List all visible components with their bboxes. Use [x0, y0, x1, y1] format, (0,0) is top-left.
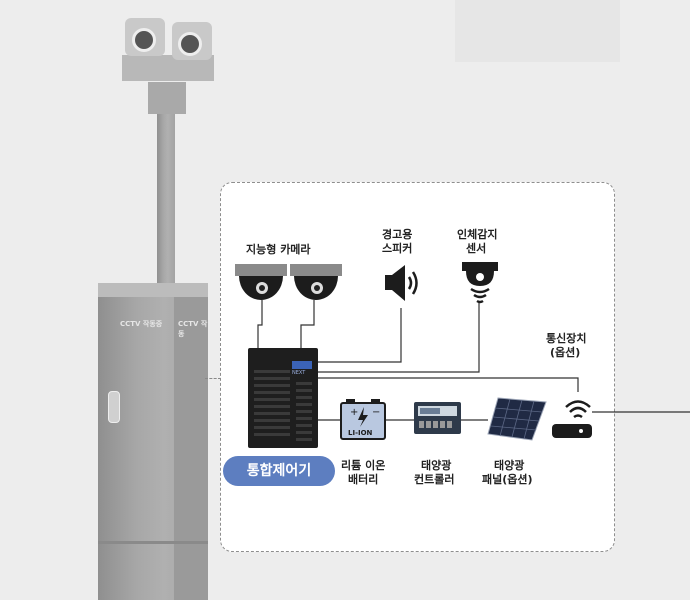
battery-icon: + − — [340, 399, 386, 440]
cabinet-side-label: CCTV 작동 — [178, 320, 208, 338]
comm-label-1: 통신장치 — [546, 332, 587, 345]
controller-badge: 통합제어기 — [223, 456, 335, 486]
solar-panel-icon — [487, 397, 547, 441]
controller-logo — [292, 361, 312, 369]
controller-terminals-right — [296, 382, 312, 442]
pole-camera-right — [172, 22, 212, 60]
battery-label-1: 리튬 이온 — [341, 459, 386, 472]
solar-panel-label-2: 패널(옵션) — [482, 473, 533, 486]
background-top-box — [455, 0, 620, 62]
svg-text:−: − — [372, 407, 380, 418]
cabinet: CCTV 작동중 CCTV 작동 — [98, 283, 208, 600]
solar-controller-icon — [414, 402, 461, 434]
pole-camera-lens-right — [178, 32, 202, 56]
pole-camera-left — [125, 18, 165, 56]
solar-panel-label-1: 태양광 — [494, 459, 525, 472]
pole-connector-line — [205, 378, 221, 379]
cabinet-label: CCTV 작동중 — [120, 320, 163, 328]
cabinet-side — [174, 297, 208, 600]
pole-camera-lens-left — [132, 28, 156, 52]
sensor-label-1: 인체감지 — [457, 228, 498, 241]
motion-sensor-icon — [462, 262, 498, 304]
pole-bracket — [148, 82, 186, 114]
cabinet-top-edge — [98, 283, 208, 297]
pole-shaft — [157, 85, 175, 300]
solar-controller-label-2: 컨트롤러 — [414, 473, 455, 486]
router-icon — [552, 400, 592, 438]
battery-label-2: 배터리 — [348, 473, 379, 486]
dome-camera-icon — [235, 264, 287, 300]
dome-camera-icon — [290, 264, 342, 300]
controller-terminals — [254, 370, 290, 440]
controller-brand: NEXT — [292, 370, 306, 376]
speaker-label-2: 스피커 — [382, 242, 413, 255]
cabinet-base — [98, 541, 208, 544]
speaker-label-1: 경고용 — [382, 228, 413, 241]
sensor-label-2: 센서 — [466, 242, 487, 255]
camera-label: 지능형 카메라 — [246, 243, 311, 256]
svg-text:+: + — [350, 407, 358, 418]
battery-mark: LI-ION — [348, 429, 373, 437]
solar-controller-label-1: 태양광 — [421, 459, 452, 472]
controller-box: NEXT — [248, 348, 318, 448]
speaker-icon — [385, 265, 418, 301]
cabinet-handle — [108, 391, 120, 423]
comm-label-2: (옵션) — [550, 346, 581, 359]
